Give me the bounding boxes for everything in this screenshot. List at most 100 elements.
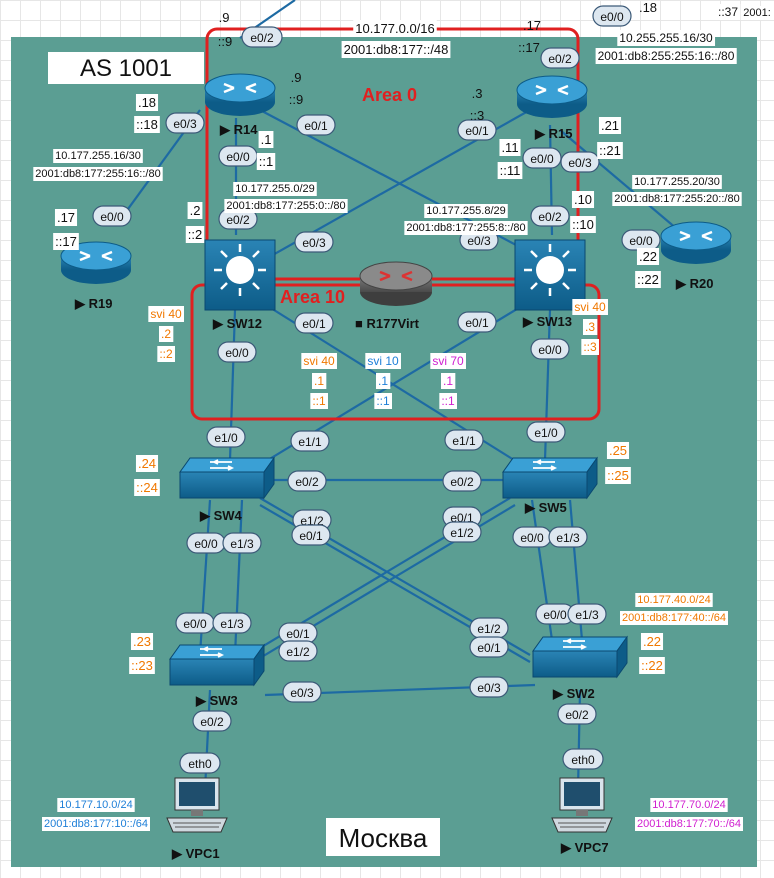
label-networks-net-10-v4: 10.177.10.0/24 — [57, 798, 135, 812]
svg-text:svi 40: svi 40 — [303, 354, 335, 368]
svg-text:e0/1: e0/1 — [477, 641, 501, 655]
svg-text:::22: ::22 — [641, 658, 663, 673]
svg-text:::37: ::37 — [718, 5, 738, 19]
port-sw13-e0-0: e0/0 — [530, 338, 570, 360]
router-r177virt[interactable] — [359, 261, 433, 306]
svg-text:.10: .10 — [574, 192, 592, 207]
label-svi-sw4-b: ::24 — [134, 479, 160, 496]
svg-text:e1/3: e1/3 — [220, 617, 244, 631]
label-sw3: ▶ SW3 — [195, 693, 238, 708]
label-addresses-r14-1a: .1 — [258, 131, 274, 148]
label-svi-svi10-b: ::1 — [374, 393, 392, 409]
switch-sw13[interactable] — [514, 239, 586, 311]
svg-text:10.177.255.0/29: 10.177.255.0/29 — [235, 183, 315, 195]
label-addresses-r15-21a: .21 — [598, 117, 622, 134]
switch-sw2[interactable] — [532, 635, 628, 679]
svg-text:e1/1: e1/1 — [452, 434, 476, 448]
port-sw3-e0-1: e0/1 — [278, 622, 318, 644]
pc-vpc7[interactable] — [551, 777, 613, 833]
svg-text:.18: .18 — [138, 95, 156, 110]
svg-text:e0/3: e0/3 — [173, 117, 197, 131]
svg-text:e1/1: e1/1 — [298, 435, 322, 449]
port-r15-e0-1: e0/1 — [457, 119, 497, 141]
svg-text:e0/1: e0/1 — [465, 124, 489, 138]
label-svi-svi40-b: ::1 — [310, 393, 328, 409]
svg-text:2001:db8:177:255:20::/80: 2001:db8:177:255:20::/80 — [614, 193, 739, 205]
router-r20[interactable] — [660, 221, 732, 264]
svg-text:e0/1: e0/1 — [302, 317, 326, 331]
svg-text:.1: .1 — [261, 132, 272, 147]
svg-text:e1/2: e1/2 — [286, 645, 310, 659]
label-svi-svi70-b: ::1 — [439, 393, 457, 409]
port-badges: e0/2 e0/0 e0/3 e0/1 e0/0 e0/2 e0/1 e0/0 e0/3 e0/0… — [92, 5, 661, 774]
label-networks-net-255-16-v6-top: 2001:db8:255:255:16::/80 — [595, 48, 737, 64]
label-networks-net-0-v4: 10.177.255.0/29 — [233, 182, 317, 196]
label-svi-sw13-a: .3 — [582, 319, 598, 335]
router-r14[interactable] — [204, 73, 276, 116]
svg-text:e0/1: e0/1 — [299, 529, 323, 543]
label-addresses-r14-9b: ::9 — [289, 92, 303, 107]
port-sw5-e1-0: e1/0 — [526, 421, 566, 443]
label-addresses-r14-9a: .9 — [291, 70, 302, 85]
city-box — [326, 818, 440, 856]
svg-text:eth0: eth0 — [188, 757, 212, 771]
port-sw2-e0-3: e0/3 — [469, 676, 509, 698]
label-addresses-sw12-2a: .2 — [187, 202, 203, 219]
port-sw3-e1-2: e1/2 — [278, 640, 318, 662]
svg-text:.25: .25 — [609, 443, 627, 458]
port-sw13-e0-2: e0/2 — [530, 205, 570, 227]
svg-text:e0/3: e0/3 — [568, 156, 592, 170]
svg-text:e0/0: e0/0 — [194, 537, 218, 551]
label-r20: ▶ R20 — [675, 276, 713, 291]
label-addresses-r19-17a: .17 — [54, 209, 78, 226]
svg-text:::3: ::3 — [470, 108, 484, 123]
svg-text:e0/0: e0/0 — [543, 608, 567, 622]
svg-text:.22: .22 — [639, 249, 657, 264]
label-networks-net-10-v6: 2001:db8:177:10::/64 — [42, 817, 150, 831]
city-label: Москва — [339, 823, 428, 853]
port-sw3-e0-2: e0/2 — [192, 710, 232, 732]
port-sw5-e1-3: e1/3 — [548, 526, 588, 548]
label-svi-sw4-a: .24 — [135, 455, 159, 472]
svg-text:eth0: eth0 — [571, 753, 595, 767]
svg-text:e0/2: e0/2 — [548, 52, 572, 66]
switch-sw12[interactable] — [204, 239, 276, 311]
svg-text:2001:db8:177:255:16::/80: 2001:db8:177:255:16::/80 — [35, 168, 160, 180]
label-networks-net-16-v4: 10.177.255.16/30 — [53, 149, 143, 163]
svg-text:.1: .1 — [443, 374, 453, 388]
svg-text:e0/2: e0/2 — [226, 213, 250, 227]
svg-text:.23: .23 — [133, 634, 151, 649]
router-r15[interactable] — [516, 75, 588, 118]
port-r19-e0-0: e0/0 — [92, 205, 132, 227]
label-vpc1: ▶ VPC1 — [171, 846, 220, 861]
label-sw13: ▶ SW13 — [522, 314, 572, 329]
svg-text:2001:db8:177:10::/64: 2001:db8:177:10::/64 — [44, 818, 148, 830]
area10-label: Area 10 — [280, 287, 345, 307]
svg-text:e1/2: e1/2 — [450, 526, 474, 540]
port-sw2-e0-0: e0/0 — [535, 603, 575, 625]
port-sw2-e0-1: e0/1 — [469, 636, 509, 658]
label-sw12: ▶ SW12 — [212, 316, 262, 331]
port-r14-e0-1: e0/1 — [296, 114, 336, 136]
link-r15-r20 — [559, 129, 691, 241]
svg-text:e0/3: e0/3 — [302, 236, 326, 250]
port-sw4-e1-3: e1/3 — [222, 532, 262, 554]
switch-sw3[interactable] — [169, 643, 265, 687]
svg-text:.1: .1 — [314, 374, 324, 388]
switch-sw5[interactable] — [502, 456, 598, 500]
svg-text:e0/2: e0/2 — [295, 475, 319, 489]
label-addresses-r14-18b: ::18 — [134, 116, 160, 133]
label-r14: ▶ R14 — [219, 122, 258, 137]
svg-text:e0/0: e0/0 — [183, 617, 207, 631]
svg-text:e0/2: e0/2 — [200, 715, 224, 729]
svg-text:svi 40: svi 40 — [574, 300, 606, 314]
svg-text:.11: .11 — [501, 140, 518, 155]
svg-text:::1: ::1 — [441, 394, 455, 408]
svg-text:.24: .24 — [138, 456, 156, 471]
port-sw3-e1-3: e1/3 — [212, 612, 252, 634]
label-addresses-top-37: ::37 — [715, 4, 741, 20]
switch-sw4[interactable] — [179, 456, 275, 500]
pc-vpc1[interactable] — [166, 777, 228, 833]
svg-text:.18: .18 — [639, 0, 657, 15]
